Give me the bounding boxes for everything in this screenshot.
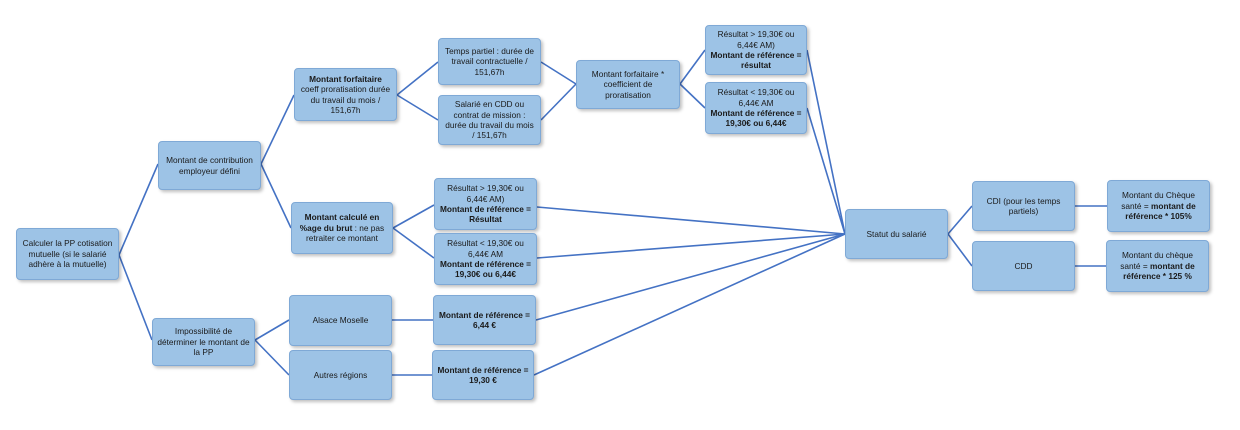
edge-pct-lt (392, 227, 435, 259)
pct-greater-text: Résultat > 19,30€ ou 6,44€ AM) (447, 183, 524, 204)
pct-less-text: Résultat < 19,30€ ou 6,44€ AM (447, 238, 524, 259)
forfait-coeff-node: Montant forfaitaire * coefficient de pro… (576, 60, 680, 109)
edge-defined-pct (260, 163, 292, 229)
cdd-node: CDD (972, 241, 1075, 291)
edge-pctgt-statut (536, 206, 846, 235)
forfait-text: coeff proratisation durée du travail du … (300, 84, 391, 115)
ref-1930-node: Montant de référence = 19,30 € (432, 350, 534, 400)
edge-tp-coeff (540, 61, 577, 85)
tp-text: Temps partiel : durée de travail contrac… (444, 45, 534, 77)
autres-text: Autres régions (313, 369, 368, 380)
cheque-cdd-text: Montant du chèque santé = (1120, 250, 1194, 271)
impossible-text: Impossibilité de déterminer le montant d… (157, 326, 250, 358)
pct-node: Montant calculé en %age du brut : ne pas… (291, 202, 393, 254)
cdd-mission-text: Salarié en CDD ou contrat de mission : d… (445, 99, 534, 141)
edge-ref1930-statut (533, 233, 846, 376)
edge-ref644-statut (535, 233, 846, 321)
result-greater-ref: Montant de référence = résultat (710, 50, 802, 71)
cheque-cdi-wrap: Montant du Chèque santé = montant de réf… (1112, 190, 1205, 221)
cheque-cdi-text: Montant du Chèque santé = (1121, 190, 1195, 211)
alsace-node: Alsace Moselle (289, 295, 392, 346)
edge-impossible-alsace (254, 319, 290, 341)
pct-greater-node: Résultat > 19,30€ ou 6,44€ AM) Montant d… (434, 178, 537, 230)
cdd-mission-node: Salarié en CDD ou contrat de mission : d… (438, 95, 541, 145)
pct-less-ref: Montant de référence = 19,30€ ou 6,44€ (439, 259, 532, 280)
edge-cdd-coeff (540, 83, 577, 121)
ref-644-node: Montant de référence = 6,44 € (433, 295, 536, 345)
alsace-text: Alsace Moselle (312, 315, 369, 326)
result-greater-node: Résultat > 19,30€ ou 6,44€ AM) Montant d… (705, 25, 807, 75)
pct-title: Montant calculé en %age du brut (299, 212, 380, 233)
pct-text-wrap: Montant calculé en %age du brut : ne pas… (296, 212, 388, 243)
pct-greater-ref: Montant de référence = Résultat (439, 204, 532, 225)
edge-gt-statut (806, 49, 846, 235)
pct-text: : ne pas retraiter ce montant (306, 222, 385, 244)
edge-defined-forfait (260, 94, 295, 165)
edge-statut-cdd (947, 233, 973, 267)
autres-node: Autres régions (289, 350, 392, 400)
result-less-text: Résultat < 19,30€ ou 6,44€ AM (717, 87, 795, 108)
statut-node: Statut du salarié (845, 209, 948, 259)
edge-lt-statut (806, 107, 846, 235)
forfait-node: Montant forfaitaire coeff proratisation … (294, 68, 397, 121)
cdd-text: CDD (1014, 260, 1033, 271)
cheque-cdd-formula: montant de référence * 125 % (1123, 260, 1195, 282)
edge-coeff-gt (679, 49, 706, 85)
ref-644-text: Montant de référence = 6,44 € (438, 309, 531, 330)
forfait-coeff-text: Montant forfaitaire * coefficient de pro… (591, 68, 665, 100)
cheque-cdd-wrap: Montant du chèque santé = montant de réf… (1111, 250, 1204, 281)
cheque-cdd-node: Montant du chèque santé = montant de réf… (1106, 240, 1209, 292)
impossible-node: Impossibilité de déterminer le montant d… (152, 318, 255, 366)
edge-forfait-cdd (396, 94, 439, 121)
edge-impossible-autres (254, 339, 290, 376)
temps-partiel-node: Temps partiel : durée de travail contrac… (438, 38, 541, 85)
cheque-cdi-formula: montant de référence * 105% (1125, 200, 1196, 222)
cheque-cdi-node: Montant du Chèque santé = montant de réf… (1107, 180, 1210, 232)
pct-less-node: Résultat < 19,30€ ou 6,44€ AM Montant de… (434, 233, 537, 285)
statut-text: Statut du salarié (866, 228, 927, 239)
ref-1930-text: Montant de référence = 19,30 € (437, 364, 529, 385)
cdi-node: CDI (pour les temps partiels) (972, 181, 1075, 231)
result-less-ref: Montant de référence = 19,30€ ou 6,44€ (710, 108, 802, 129)
root-node: Calculer la PP cotisation mutuelle (si l… (16, 228, 119, 280)
edge-coeff-lt (679, 83, 706, 109)
edge-forfait-tp (396, 61, 439, 96)
edge-root-impossible (118, 254, 153, 341)
edge-pctlt-statut (536, 233, 846, 259)
edge-root-defined (118, 163, 159, 256)
forfait-title: Montant forfaitaire (309, 73, 382, 84)
edge-pct-gt (392, 204, 435, 229)
result-less-node: Résultat < 19,30€ ou 6,44€ AM Montant de… (705, 82, 807, 134)
cdi-text: CDI (pour les temps partiels) (986, 195, 1061, 216)
edge-statut-cdi (947, 205, 973, 235)
defined-contribution-node: Montant de contribution employeur défini (158, 141, 261, 190)
root-text: Calculer la PP cotisation mutuelle (si l… (22, 238, 113, 270)
result-greater-text: Résultat > 19,30€ ou 6,44€ AM) (717, 29, 795, 50)
defined-text: Montant de contribution employeur défini (166, 155, 253, 176)
